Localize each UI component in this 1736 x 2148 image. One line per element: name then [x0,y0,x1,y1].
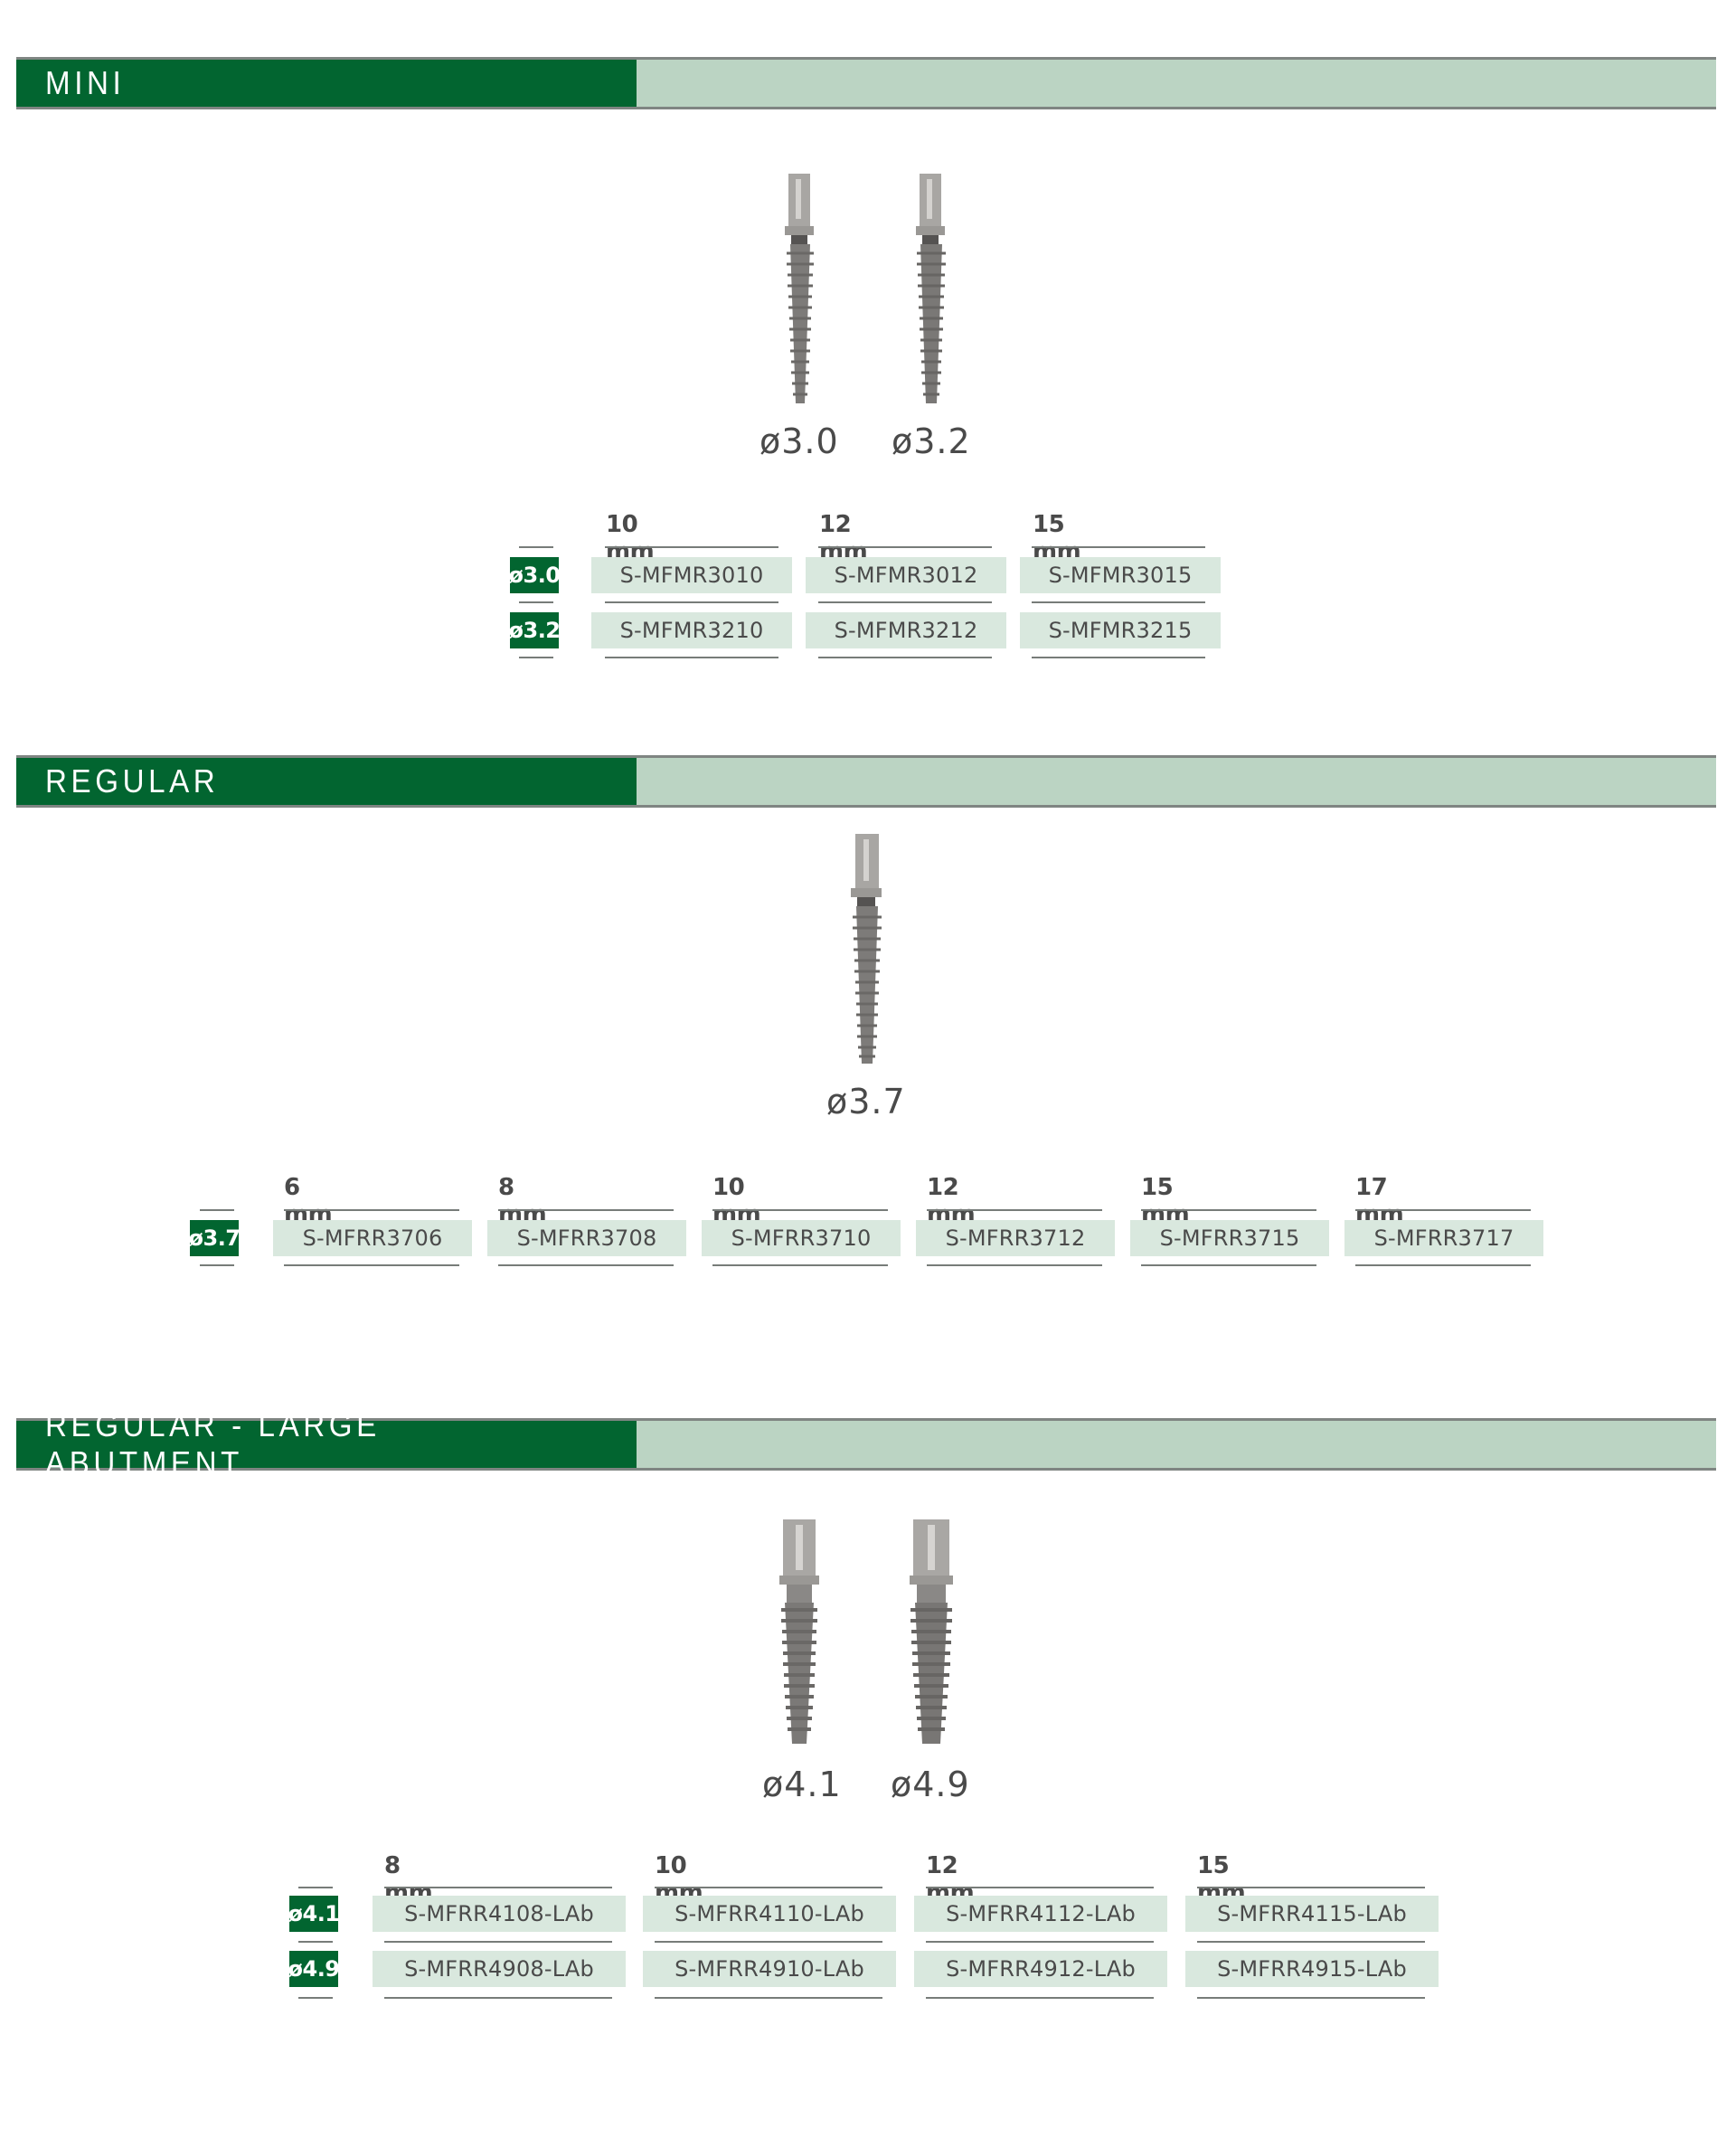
row-divider [1355,1209,1531,1211]
product-code-cell[interactable]: S-MFMR3012 [806,557,1006,593]
row-divider [1032,601,1205,603]
implant-diameter-label: ø3.2 [892,421,971,461]
product-code-cell[interactable]: S-MFRR3706 [273,1220,472,1256]
product-code-cell[interactable]: S-MFRR3717 [1344,1220,1543,1256]
row-divider [519,546,553,548]
row-divider [498,1209,674,1211]
implant-image-3-0 [776,170,825,407]
product-code-cell[interactable]: S-MFMR3215 [1020,612,1221,648]
row-divider [712,1209,888,1211]
dental-implant-icon [916,174,946,403]
row-divider [926,1997,1154,1999]
product-code-cell[interactable]: S-MFRR4908-LAb [373,1951,626,1987]
row-divider [1141,1264,1316,1266]
section-title-block: REGULAR - LARGE ABUTMENT [16,1406,637,1481]
product-code-cell[interactable]: S-MFRR4115-LAb [1185,1896,1439,1932]
row-divider [284,1209,459,1211]
row-divider [298,1887,333,1888]
dental-implant-icon [785,174,814,403]
row-divider [818,546,992,548]
row-divider [818,601,992,603]
section-title-block: MINI [16,60,637,107]
product-code-cell[interactable]: S-MFRR4108-LAb [373,1896,626,1932]
row-divider [1197,1997,1425,1999]
column-header-length: 10 mm [712,1174,761,1228]
row-divider [1355,1264,1531,1266]
row-divider [655,1887,882,1888]
row-divider [1197,1941,1425,1943]
implant-image-3-2 [907,170,956,407]
row-divider [1141,1209,1316,1211]
row-divider [384,1941,612,1943]
product-code-cell[interactable]: S-MFRR4910-LAb [643,1951,896,1987]
row-divider [384,1997,612,1999]
implant-image-3-7 [842,830,892,1067]
diameter-badge: ø3.7 [189,1220,241,1256]
product-code-cell[interactable]: S-MFRR3710 [702,1220,901,1256]
product-code-cell[interactable]: S-MFRR4112-LAb [914,1896,1167,1932]
row-divider [200,1264,234,1266]
row-divider [605,546,778,548]
row-divider [926,1887,1154,1888]
section-title: REGULAR [45,762,220,800]
row-divider [284,1264,459,1266]
diameter-badge: ø4.1 [288,1896,340,1932]
row-divider [298,1997,333,1999]
row-divider [927,1264,1102,1266]
section-header-mini: MINI [16,57,1716,109]
row-divider [1197,1887,1425,1888]
row-divider [926,1941,1154,1943]
row-divider [298,1941,333,1943]
diameter-badge: ø4.9 [288,1951,340,1987]
product-code-cell[interactable]: S-MFRR3715 [1130,1220,1329,1256]
row-divider [818,657,992,658]
row-divider [712,1264,888,1266]
product-code-cell[interactable]: S-MFMR3212 [806,612,1006,648]
implant-diameter-label: ø4.1 [762,1765,842,1804]
product-code-cell[interactable]: S-MFMR3010 [591,557,792,593]
dental-implant-icon [779,1519,819,1744]
product-code-cell[interactable]: S-MFMR3210 [591,612,792,648]
row-divider [384,1887,612,1888]
dental-implant-icon [910,1519,953,1744]
implant-diameter-label: ø3.7 [826,1082,906,1121]
implant-diameter-label: ø4.9 [891,1765,970,1804]
product-code-cell[interactable]: S-MFMR3015 [1020,557,1221,593]
section-title: MINI [45,64,126,101]
section-header-regular-large-abutment: REGULAR - LARGE ABUTMENT [16,1406,1716,1481]
product-code-cell[interactable]: S-MFRR4110-LAb [643,1896,896,1932]
implant-diameter-label: ø3.0 [760,421,839,461]
diameter-badge: ø3.2 [509,612,561,648]
dental-implant-icon [851,834,882,1064]
row-divider [519,601,553,603]
section-title-block: REGULAR [16,758,637,805]
row-divider [927,1209,1102,1211]
row-divider [519,657,553,658]
row-divider [1032,657,1205,658]
row-divider [605,657,778,658]
product-code-cell[interactable]: S-MFRR3708 [487,1220,686,1256]
row-divider [200,1209,234,1211]
row-divider [1032,546,1205,548]
row-divider [655,1997,882,1999]
implant-image-4-1 [765,1512,834,1749]
product-code-cell[interactable]: S-MFRR4915-LAb [1185,1951,1439,1987]
product-code-cell[interactable]: S-MFRR4912-LAb [914,1951,1167,1987]
implant-image-4-9 [895,1512,967,1749]
section-title: REGULAR - LARGE ABUTMENT [45,1406,381,1481]
row-divider [605,601,778,603]
section-header-regular: REGULAR [16,755,1716,808]
product-code-cell[interactable]: S-MFRR3712 [916,1220,1115,1256]
row-divider [655,1941,882,1943]
row-divider [498,1264,674,1266]
diameter-badge: ø3.0 [509,557,561,593]
